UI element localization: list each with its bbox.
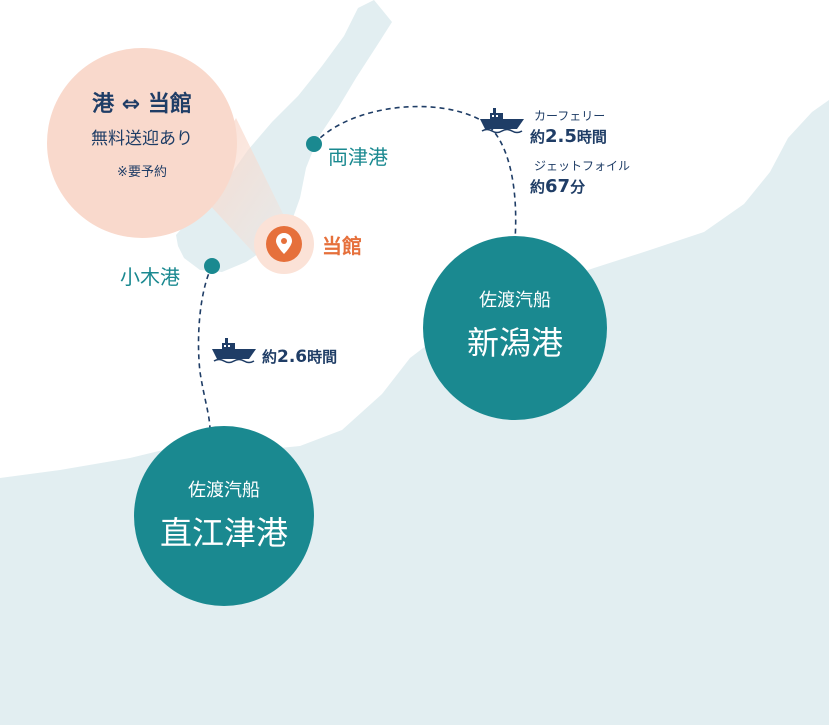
ship-icon: [211, 337, 257, 364]
location-pin-icon: [276, 233, 292, 254]
shuttle-bubble: [47, 48, 237, 238]
niigata-port-circle: [423, 236, 607, 420]
ryotsu-port-label: 両津港: [328, 145, 388, 169]
naoetsu-company-label: 佐渡汽船: [188, 480, 260, 501]
jetfoil-label: ジェットフォイル: [534, 159, 630, 173]
niigata-company-label: 佐渡汽船: [479, 290, 551, 311]
shuttle-note: ※要予約: [117, 165, 167, 180]
naoetsu-ogi-duration: 約2.6時間: [262, 347, 337, 367]
ferry-label: カーフェリー: [534, 109, 605, 123]
ryotsu-port-dot: [306, 136, 322, 152]
naoetsu-port-name: 直江津港: [160, 514, 288, 552]
jetfoil-duration: 約67分: [530, 176, 585, 197]
shuttle-title: 港 ⇔ 当館: [92, 91, 192, 117]
niigata-port-name: 新潟港: [467, 324, 563, 362]
ogi-port-label: 小木港: [120, 265, 180, 289]
naoetsu-port-circle: [134, 426, 314, 606]
route-naoetsu-ogi: [197, 265, 213, 431]
hotel-label: 当館: [322, 234, 362, 258]
shuttle-line: 無料送迎あり: [91, 129, 193, 149]
ogi-port-dot: [204, 258, 220, 274]
ship-icon: [479, 107, 525, 134]
ferry-duration: 約2.5時間: [530, 126, 607, 147]
